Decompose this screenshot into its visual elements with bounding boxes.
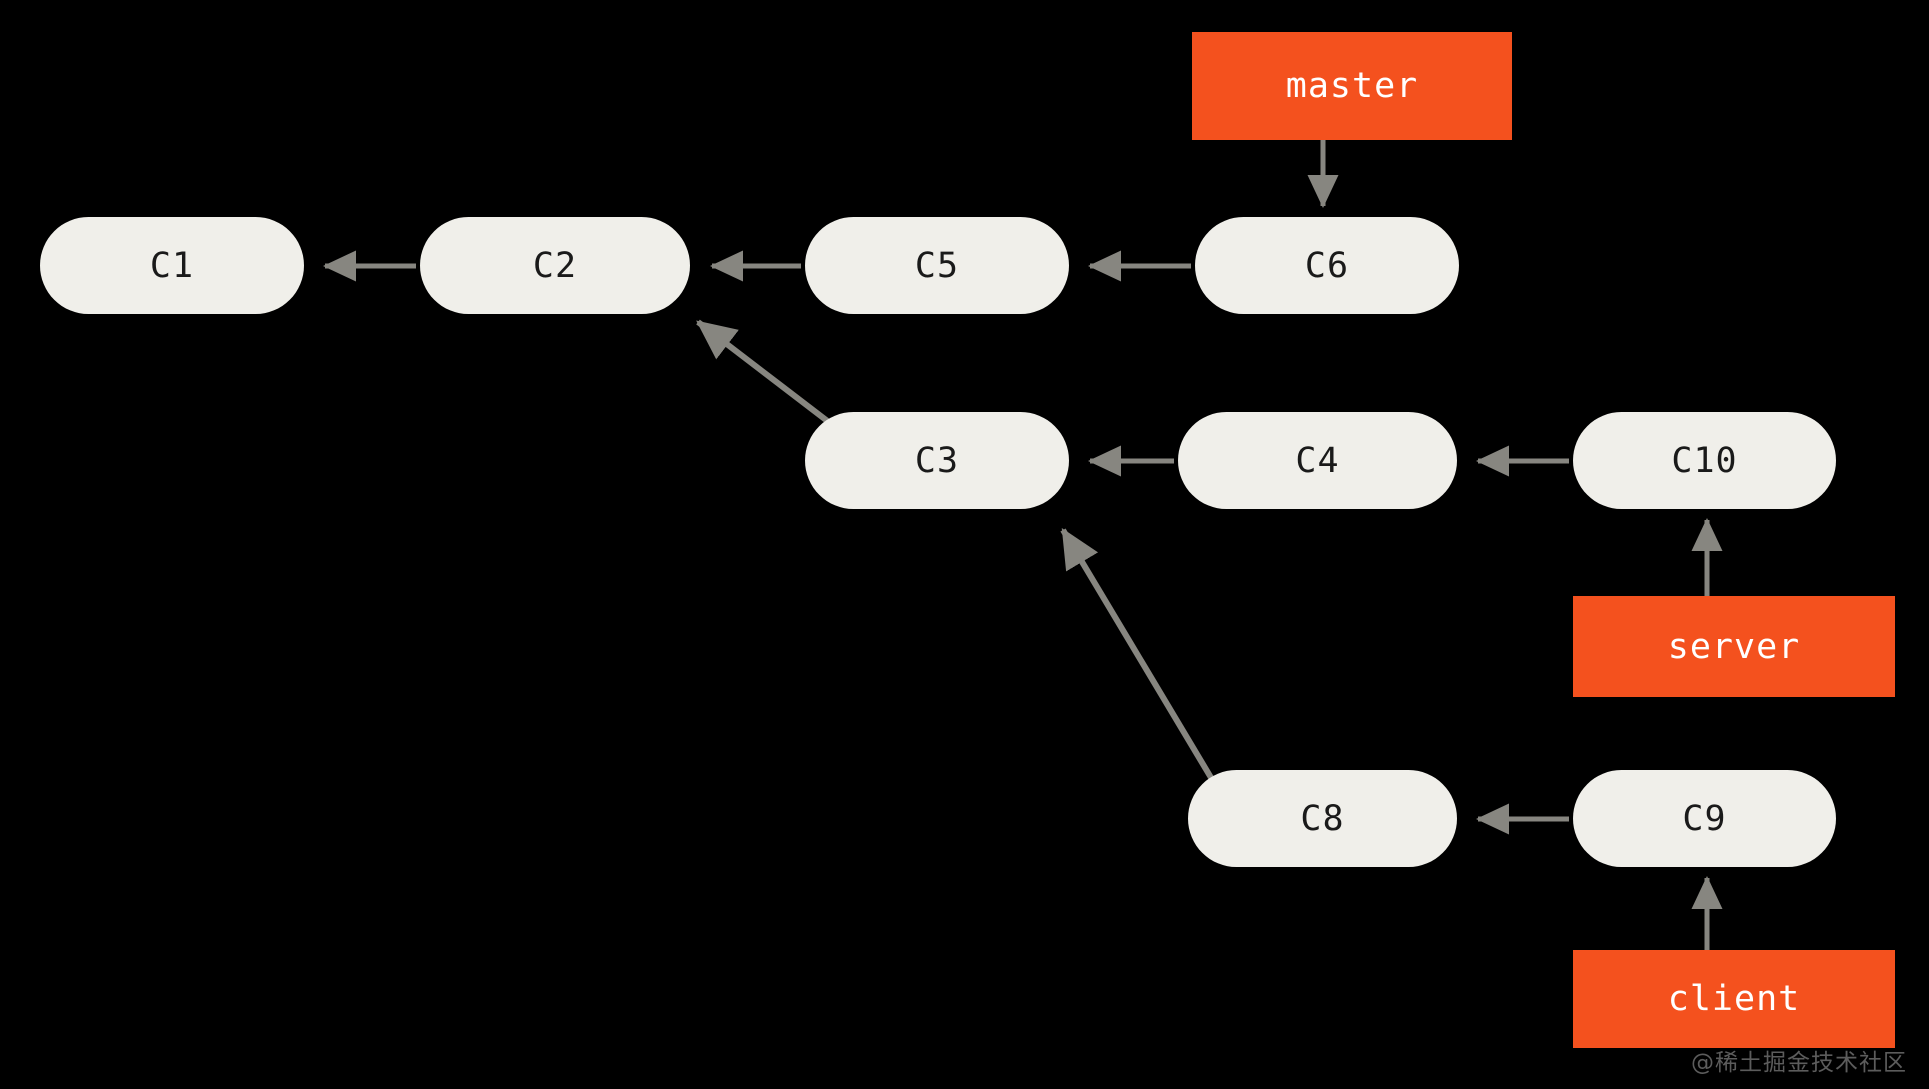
edge-c8-to-c3 [1060, 527, 1216, 783]
commit-label: C9 [1682, 798, 1727, 839]
commit-node-c9[interactable]: C9 [1573, 770, 1836, 867]
branch-name: client [1667, 979, 1801, 1019]
commit-node-c6[interactable]: C6 [1195, 217, 1459, 314]
commit-node-c4[interactable]: C4 [1178, 412, 1457, 509]
commit-label: C1 [149, 245, 195, 286]
commit-label: C8 [1300, 798, 1345, 839]
branch-name: server [1667, 626, 1801, 667]
commit-label: C4 [1295, 440, 1340, 481]
commit-node-c10[interactable]: C10 [1573, 412, 1836, 509]
commit-label: C5 [914, 245, 960, 286]
edge-c3-to-c3-to-c2 [696, 319, 832, 426]
commit-node-c3[interactable]: C3 [805, 412, 1069, 509]
commit-label: C10 [1671, 440, 1738, 481]
commit-node-c2[interactable]: C2 [420, 217, 690, 314]
branch-label-client[interactable]: client [1573, 950, 1895, 1048]
commit-label: C2 [532, 245, 578, 286]
branch-label-master[interactable]: master [1192, 32, 1512, 140]
commit-label: C3 [914, 440, 960, 481]
branch-name: master [1285, 66, 1419, 106]
commit-node-c5[interactable]: C5 [805, 217, 1069, 314]
branch-label-server[interactable]: server [1573, 596, 1895, 697]
commit-node-c1[interactable]: C1 [40, 217, 304, 314]
commit-label: C6 [1304, 245, 1350, 286]
watermark: @稀土掘金技术社区 [1691, 1050, 1907, 1076]
commit-node-c8[interactable]: C8 [1188, 770, 1457, 867]
